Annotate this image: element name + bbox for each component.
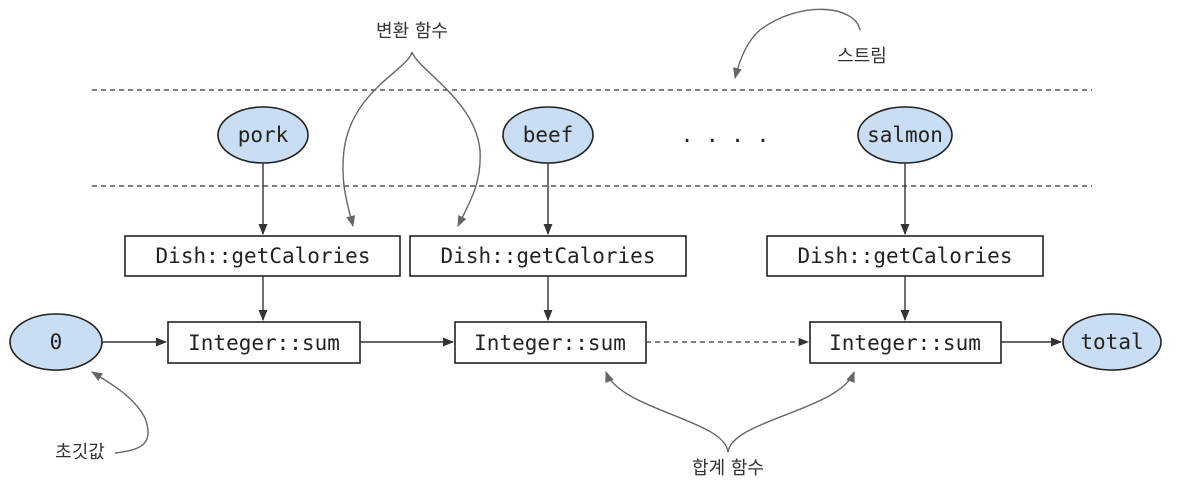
reducer-box-3 [809,321,1002,364]
mapping-function-label: 변환 함수 [376,21,448,42]
initial-value-node-label: 0 [50,330,63,354]
mapping-arrow-right [411,51,481,228]
reducer-label-3: Integer::sum [829,331,981,355]
stream-label: 스트림 [837,46,887,67]
mapper-label-3: Dish::getCalories [798,244,1013,268]
accumulator-arrow-left [605,370,729,453]
result-node-label: total [1080,330,1143,354]
initial-value-arrow [91,371,149,454]
initial-value-label: 초깃값 [55,442,105,463]
stream-arrow [733,8,861,80]
stream-element-pork-label: pork [238,123,289,147]
reducer-box-1 [167,321,361,364]
mapper-label-1: Dish::getCalories [156,244,371,268]
stream-element-salmon-label: salmon [867,123,943,147]
reducer-label-2: Integer::sum [474,331,626,355]
stream-ellipsis: . . . . [681,123,770,147]
reducer-label-1: Integer::sum [188,331,340,355]
result-node [1062,313,1162,371]
reducer-box-2 [454,321,647,364]
mapper-label-2: Dish::getCalories [441,244,656,268]
accumulator-arrow-right [727,370,855,453]
stream-element-beef-label: beef [523,123,574,147]
mapping-arrow-left [342,51,413,228]
accumulator-function-label: 합계 함수 [692,458,764,479]
